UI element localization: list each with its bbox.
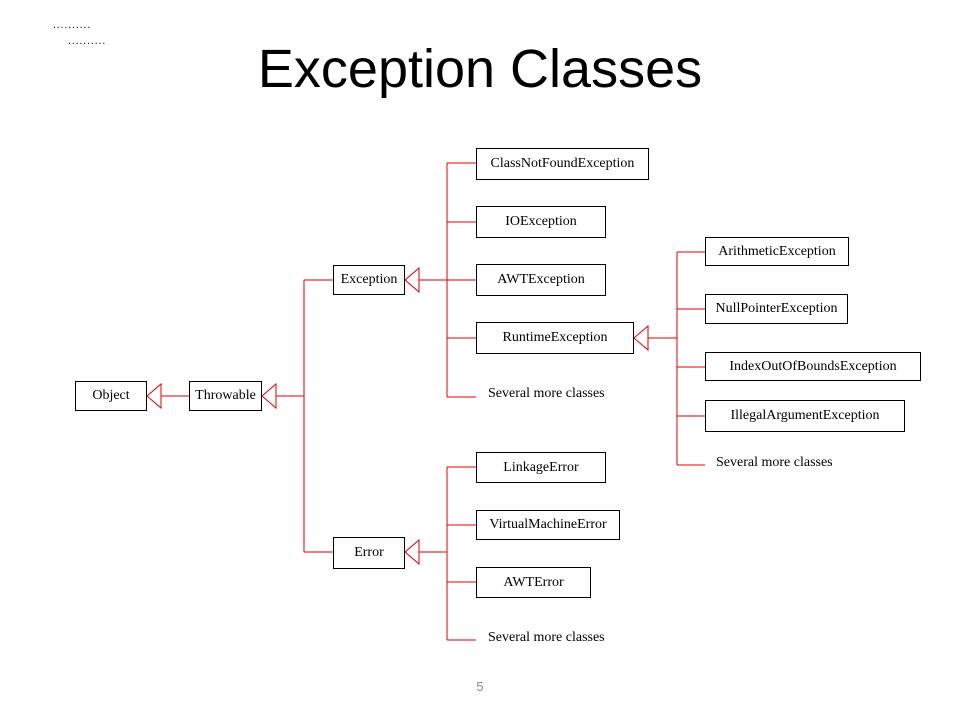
- page-number: 5: [476, 679, 484, 694]
- node-io-exception: IOException: [476, 206, 606, 238]
- node-virtual-machine-error: VirtualMachineError: [476, 510, 620, 540]
- node-null-pointer-exception: NullPointerException: [705, 294, 848, 324]
- node-throwable: Throwable: [189, 381, 262, 411]
- node-class-not-found-exception: ClassNotFoundException: [476, 148, 649, 180]
- node-awt-exception: AWTException: [476, 264, 606, 296]
- node-linkage-error: LinkageError: [476, 452, 606, 483]
- inherit-arrow-error: [404, 538, 420, 566]
- node-index-out-of-bounds-exception: IndexOutOfBoundsException: [705, 352, 921, 381]
- node-object: Object: [75, 381, 147, 411]
- corner-mark-1: ..........: [52, 21, 91, 30]
- label-error-more: Several more classes: [488, 630, 605, 645]
- inherit-arrow-throwable: [261, 382, 277, 410]
- node-arithmetic-exception: ArithmeticException: [705, 237, 849, 266]
- node-error: Error: [333, 537, 405, 569]
- node-awt-error: AWTError: [476, 567, 591, 598]
- node-illegal-argument-exception: IllegalArgumentException: [705, 400, 905, 432]
- inherit-arrow-exception: [404, 266, 420, 294]
- inherit-arrow-object: [146, 382, 162, 410]
- corner-mark-2: ..........: [67, 37, 106, 46]
- node-runtime-exception: RuntimeException: [476, 322, 634, 354]
- slide-title: Exception Classes: [257, 39, 703, 99]
- label-runtime-more: Several more classes: [716, 455, 833, 470]
- node-exception: Exception: [333, 265, 405, 295]
- label-exception-more: Several more classes: [488, 386, 605, 401]
- inherit-arrow-runtime: [633, 324, 649, 352]
